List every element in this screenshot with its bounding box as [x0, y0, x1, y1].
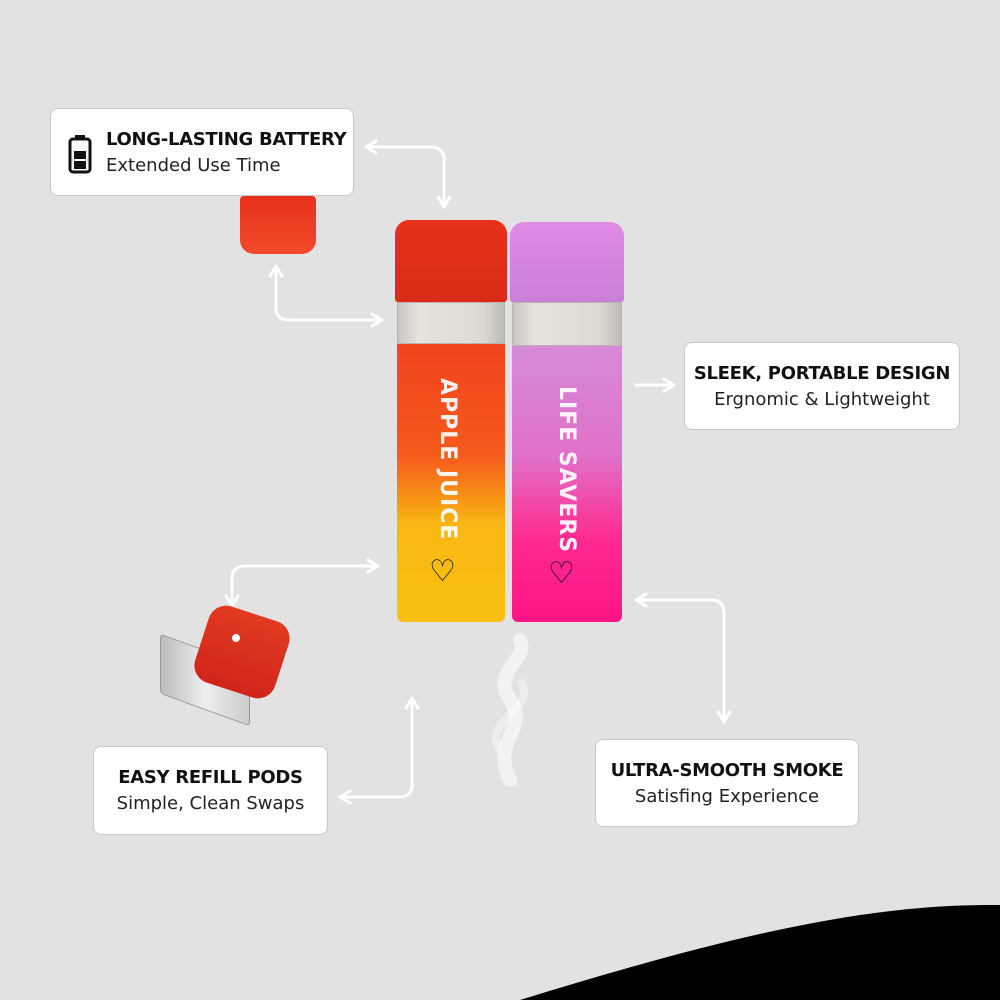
smoke-illustration	[491, 633, 529, 787]
feature-subtitle: Satisfing Experience	[634, 785, 820, 807]
battery-icon	[68, 135, 92, 174]
feature-card-design: SLEEK, PORTABLE DESIGN Ergnomic & Lightw…	[684, 342, 960, 430]
feature-title: EASY REFILL PODS	[118, 767, 303, 788]
feature-card-smoke: ULTRA-SMOOTH SMOKE Satisfing Experience	[595, 739, 859, 827]
flavor-label: LIFE SAVERS	[554, 386, 579, 554]
device-apple-juice: APPLE JUICE ♡	[395, 220, 507, 622]
device-life-savers: LIFE SAVERS ♡	[510, 222, 624, 624]
feature-card-battery: LONG-LASTING BATTERY Extended Use Time	[50, 108, 354, 196]
device-cap	[510, 222, 624, 302]
device-body	[512, 346, 622, 622]
device-cap	[395, 220, 507, 302]
device-tank	[512, 302, 622, 346]
feature-title: ULTRA-SMOOTH SMOKE	[610, 759, 844, 781]
flavor-label: APPLE JUICE	[435, 378, 460, 541]
feature-title: LONG-LASTING BATTERY	[106, 128, 347, 150]
device-tank	[397, 302, 505, 344]
feature-subtitle: Ergnomic & Lightweight	[714, 388, 930, 410]
brand-logo: ♡	[548, 556, 575, 591]
feature-title: SLEEK, PORTABLE DESIGN	[693, 362, 951, 384]
brand-logo: ♡	[429, 554, 456, 589]
feature-card-refill: EASY REFILL PODS Simple, Clean Swaps	[93, 746, 328, 835]
feature-subtitle: Extended Use Time	[106, 154, 281, 176]
refill-pod	[150, 600, 295, 740]
feature-subtitle: Simple, Clean Swaps	[116, 793, 305, 814]
device-body	[397, 344, 505, 622]
loose-cap	[240, 196, 316, 254]
